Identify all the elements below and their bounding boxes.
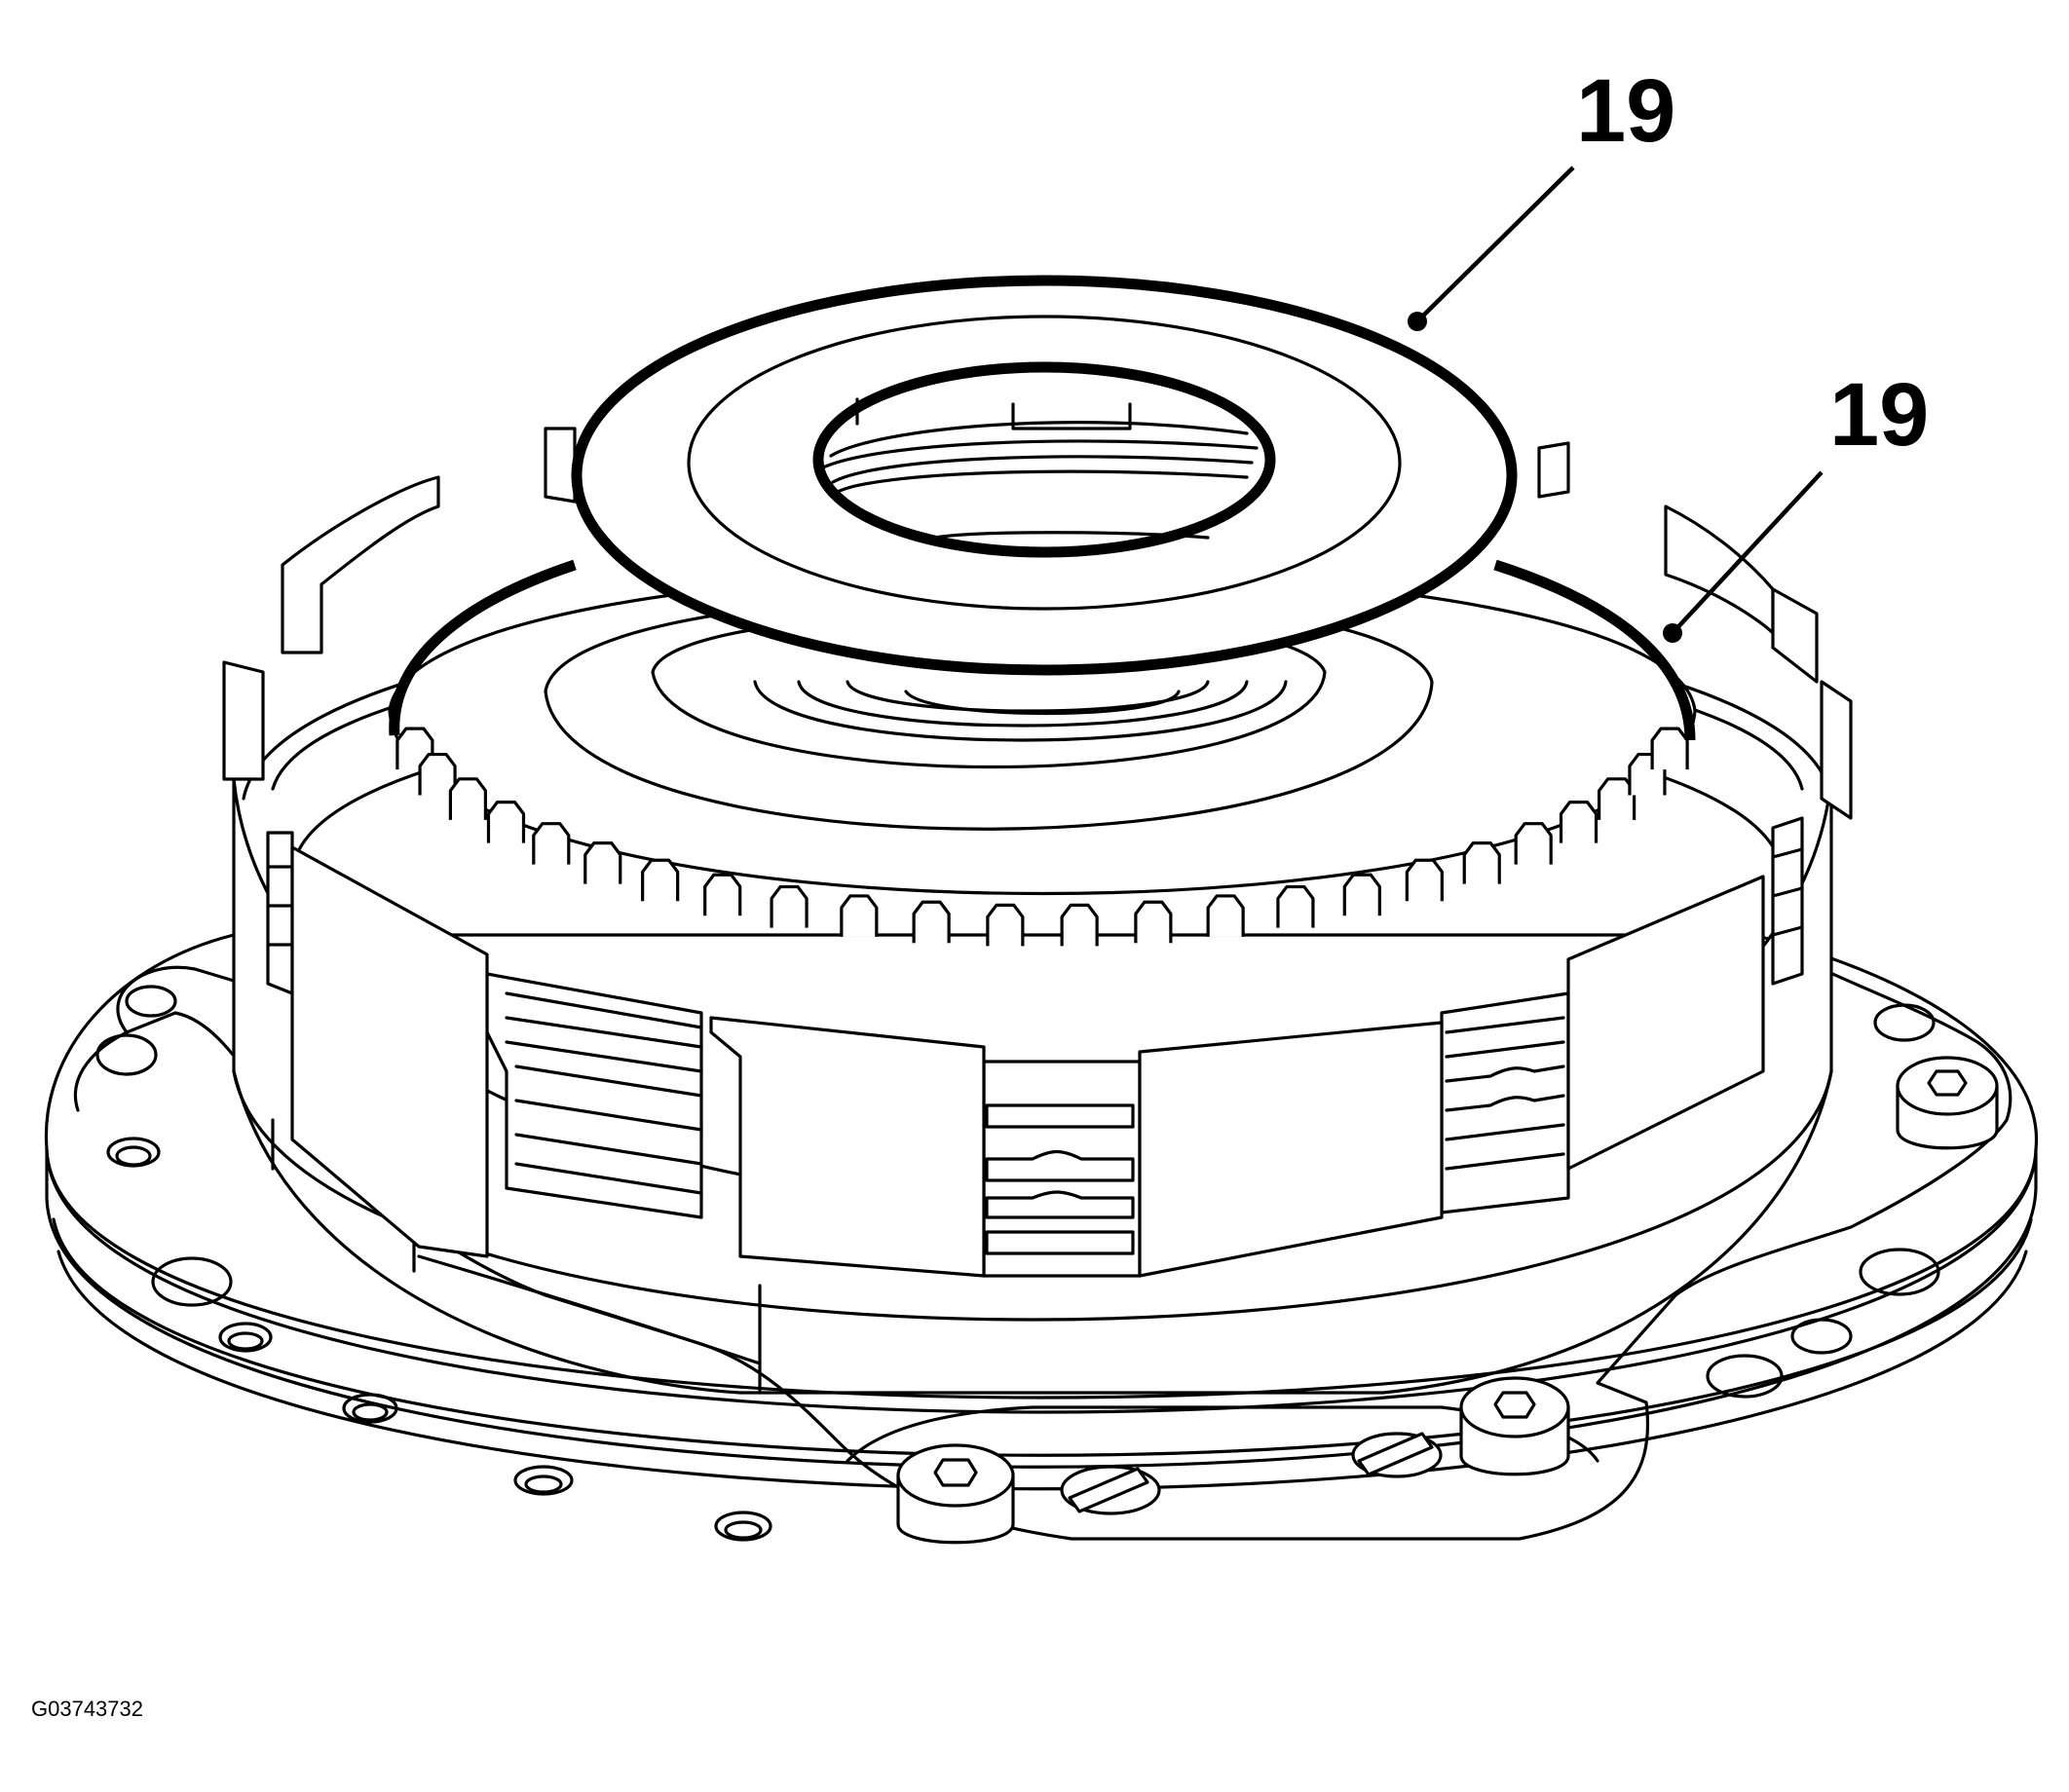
leader-line — [1415, 166, 1575, 323]
sealing-ring-disc — [571, 275, 1518, 676]
spline-tooth — [1134, 900, 1173, 944]
socket-head-screws — [896, 1056, 1999, 1545]
o-ring-lower — [389, 559, 1696, 741]
spline-tooth — [1060, 903, 1099, 947]
spline-tooth — [912, 900, 951, 944]
slotted-plugs — [1060, 1432, 1443, 1515]
spline-tooth — [641, 858, 680, 902]
spline-tooth — [418, 752, 457, 796]
spline-tooth — [1650, 727, 1689, 770]
leader-line — [1671, 470, 1824, 635]
spline-tooth — [1598, 777, 1636, 820]
flange-bolt-holes — [95, 985, 1940, 1542]
callout-label: 19 — [1829, 365, 1930, 465]
o-ring-upper — [571, 275, 1518, 676]
plate-stack-windows — [266, 816, 1804, 1278]
socket-screw — [1459, 1376, 1570, 1476]
callout-label: 19 — [1576, 61, 1676, 161]
spline-tooth — [1206, 894, 1245, 937]
leader-dot — [1663, 623, 1682, 643]
spline-tooth — [583, 841, 622, 884]
spline-tooth — [1342, 873, 1381, 916]
figure-id: G03743732 — [31, 1697, 143, 1721]
socket-screw — [1896, 1056, 1999, 1150]
spline-tooth — [486, 801, 526, 843]
drum-tabs — [222, 427, 1853, 820]
socket-screw — [896, 1443, 1015, 1545]
spline-tooth — [1405, 858, 1444, 902]
callout-leaders — [1408, 166, 1824, 643]
spline-tooth — [770, 884, 809, 928]
spline-tooth — [532, 822, 571, 865]
spline-tooth — [1514, 822, 1553, 865]
spline-tooth — [986, 903, 1025, 947]
drum-panels — [290, 845, 1765, 1278]
leader-dot — [1408, 312, 1427, 331]
spline-tooth — [840, 894, 879, 937]
spline-tooth — [448, 777, 487, 820]
spline-tooth — [703, 873, 742, 916]
spline-tooth — [1559, 801, 1599, 843]
spline-tooth — [1462, 841, 1501, 884]
spline-tooth — [1276, 884, 1315, 928]
spline-teeth — [395, 727, 1689, 947]
